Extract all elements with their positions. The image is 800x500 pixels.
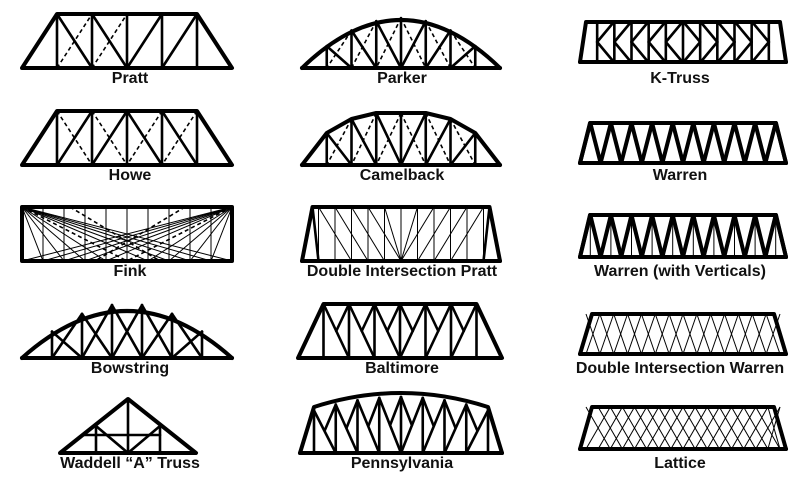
truss-label-pennsylvania: Pennsylvania	[350, 455, 454, 472]
pratt-truss-drawing	[20, 12, 234, 70]
pennsylvania-truss-drawing	[298, 391, 504, 455]
truss-cell-howe: Howe	[0, 97, 260, 193]
double-intersection-pratt-truss-drawing	[300, 205, 502, 263]
truss-cell-double-intersection-warren: Double Intersection Warren	[550, 290, 800, 386]
truss-label-baltimore: Baltimore	[365, 360, 439, 377]
parker-truss-drawing	[300, 16, 502, 70]
double-intersection-warren-truss-drawing	[578, 312, 788, 356]
truss-label-double-intersection-warren: Double Intersection Warren	[575, 360, 785, 377]
truss-cell-warren-with-verticals: Warren (with Verticals)	[550, 193, 800, 289]
truss-label-camelback: Camelback	[359, 167, 445, 184]
truss-cell-parker: Parker	[272, 0, 532, 96]
truss-label-warren-with-verticals: Warren (with Verticals)	[594, 263, 766, 280]
warren-truss-drawing	[578, 121, 788, 165]
truss-label-warren: Warren	[652, 167, 708, 184]
truss-cell-pennsylvania: Pennsylvania	[272, 385, 532, 481]
truss-label-fink: Fink	[113, 263, 147, 280]
truss-label-lattice: Lattice	[654, 455, 706, 472]
truss-cell-fink: Fink	[0, 193, 260, 289]
truss-label-waddell-a-truss: Waddell “A” Truss	[60, 455, 200, 472]
bowstring-truss-drawing	[20, 303, 234, 360]
camelback-truss-drawing	[300, 111, 502, 167]
truss-cell-bowstring: Bowstring	[0, 290, 260, 386]
truss-label-bowstring: Bowstring	[90, 360, 170, 377]
warren-with-verticals-truss-drawing	[578, 213, 788, 259]
truss-cell-pratt: Pratt	[0, 0, 260, 96]
truss-cell-camelback: Camelback	[272, 97, 532, 193]
lattice-truss-drawing	[578, 405, 788, 451]
truss-label-double-intersection-pratt: Double Intersection Pratt	[306, 263, 498, 280]
k-truss-drawing	[578, 20, 788, 64]
baltimore-truss-drawing	[296, 302, 504, 360]
truss-cell-baltimore: Baltimore	[272, 290, 532, 386]
truss-cell-k-truss: K-Truss	[550, 0, 800, 96]
truss-label-parker: Parker	[377, 70, 427, 87]
truss-cell-lattice: Lattice	[550, 385, 800, 481]
fink-truss-drawing	[20, 205, 234, 263]
truss-label-howe: Howe	[108, 167, 152, 184]
truss-label-k-truss: K-Truss	[650, 70, 710, 87]
truss-label-pratt: Pratt	[111, 70, 149, 87]
truss-cell-double-intersection-pratt: Double Intersection Pratt	[272, 193, 532, 289]
truss-cell-waddell-a-truss: Waddell “A” Truss	[0, 385, 260, 481]
waddell-a-truss-drawing	[58, 397, 198, 455]
howe-truss-drawing	[20, 109, 234, 167]
truss-cell-warren: Warren	[550, 97, 800, 193]
